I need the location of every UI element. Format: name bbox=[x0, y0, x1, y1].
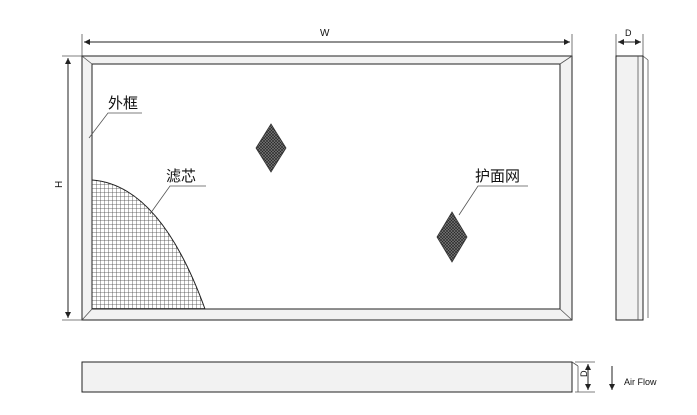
outer-frame-label: 外框 bbox=[108, 94, 138, 112]
filter-core-label: 滤芯 bbox=[166, 167, 196, 185]
side-view: D bbox=[615, 28, 649, 321]
filter-panel-front bbox=[81, 55, 573, 321]
protective-mesh-label: 护面网 bbox=[475, 167, 520, 185]
air-flow-indicator: Air Flow bbox=[609, 366, 657, 390]
air-flow-label: Air Flow bbox=[624, 377, 657, 387]
depth-label-bottom: D bbox=[579, 370, 589, 377]
filter-core-grid bbox=[92, 179, 206, 309]
height-dimension: H bbox=[54, 55, 82, 321]
width-label: W bbox=[320, 28, 330, 39]
width-dimension: W bbox=[81, 28, 573, 56]
outer-frame-callout: 外框 bbox=[88, 94, 142, 139]
depth-label-top: D bbox=[625, 28, 632, 38]
bottom-view: D bbox=[81, 361, 595, 393]
protective-mesh-callout: 护面网 bbox=[458, 167, 528, 216]
mesh-diamond-top bbox=[255, 123, 287, 173]
filter-core-callout: 滤芯 bbox=[149, 167, 206, 215]
height-label: H bbox=[54, 181, 65, 188]
mesh-diamond-right bbox=[436, 211, 468, 263]
